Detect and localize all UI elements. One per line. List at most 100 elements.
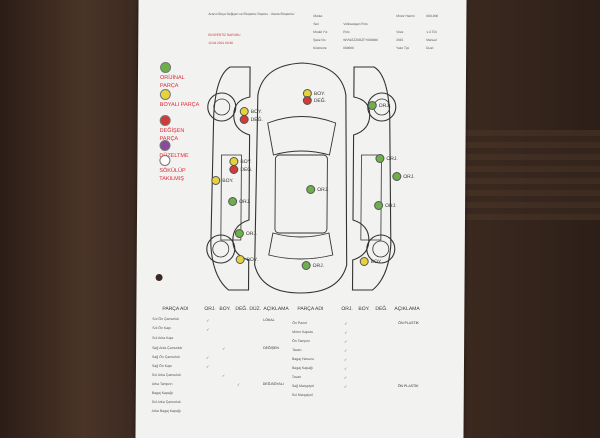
label-gear: Vites (396, 30, 404, 34)
right-windows (360, 154, 382, 241)
check-mark: ✓ (344, 357, 348, 362)
table-row-left: Sol Ön Çamurluk (152, 317, 179, 321)
desc-right-0: ÖN PLASTİK (398, 321, 419, 325)
marker-left-rear-door: ORJ. (228, 197, 251, 206)
value-chassis: WVWZZZ6RZFY000000 (343, 38, 378, 42)
marker-dot (359, 257, 369, 266)
marker-label: BOY. (250, 108, 263, 115)
roof-panel (274, 154, 328, 234)
marker-label: DEĞ. (250, 116, 263, 123)
marker-right-front-fender: ORJ. (367, 101, 391, 110)
label-fuel: Yakıt Tipi (396, 46, 410, 50)
table-row-right: Motor Kaputu (292, 330, 314, 334)
desc-left-8: DEĞ.BOYALI (262, 382, 284, 386)
marker-dot (392, 172, 402, 181)
marker-dot (374, 201, 384, 210)
th-desc-left: AÇIKLAMA (263, 306, 289, 312)
marker-label: BOY. (370, 258, 383, 265)
value-fuel: Dizel (426, 46, 434, 50)
check-mark: ✓ (221, 373, 226, 378)
marker-dot (229, 165, 239, 174)
table-row-right: Ön Tampon (292, 339, 311, 343)
check-mark: ✓ (344, 330, 348, 335)
check-mark: ✓ (343, 375, 348, 380)
report-date: 12.04.2021 09:30 (208, 41, 234, 45)
table-row-left: Sağ Ön Çamurluk (152, 355, 180, 359)
table-row-left: Bagaj Kapağı (151, 391, 173, 395)
th-boy-right: BOY. (358, 306, 370, 312)
left-windows (220, 154, 242, 241)
marker-left-side: BOY. (211, 176, 234, 185)
rear-window (268, 232, 334, 260)
marker-dot (239, 115, 249, 124)
check-mark: ✓ (344, 339, 348, 344)
marker-left-front-fender-2: DEĞ. (239, 115, 263, 124)
th-boy-left: BOY. (219, 306, 231, 312)
marker-dot (234, 229, 244, 238)
marker-dot (235, 255, 245, 264)
marker-right-rear-door: ORJ. (374, 201, 397, 210)
table-row-right: Tavan (292, 348, 302, 352)
check-mark: ✓ (206, 327, 210, 332)
marker-dot (306, 185, 316, 194)
marker-right-front-door: ORJ. (375, 154, 398, 163)
marker-dot (375, 154, 385, 163)
marker-left-rear-fender: ORJ. (234, 229, 258, 238)
check-mark: ✓ (344, 321, 348, 326)
marker-dot (302, 96, 312, 105)
value-series: Polo (343, 30, 350, 34)
table-row-left: Arka Tampon (151, 382, 173, 386)
marker-right-rear-fender: BOY. (359, 257, 383, 266)
marker-label: ORJ. (403, 173, 415, 180)
background-right (455, 0, 600, 438)
label-km: Kilometre (313, 46, 327, 50)
th-desc-right: AÇIKLAMA (394, 306, 420, 312)
background-left (0, 0, 138, 438)
check-mark: ✓ (343, 366, 348, 371)
check-mark: ✓ (222, 346, 226, 351)
label-series: Seri (313, 22, 320, 26)
label-model: Model Yılı (313, 30, 328, 34)
table-row-right: Bagaj Kapağı (291, 366, 314, 370)
desc-left-0: LOKAL (263, 318, 275, 322)
table-row-left: Arka Bagaj Kapağı (151, 409, 181, 413)
label-chassis: Şase No (313, 38, 326, 42)
marker-label: BOY. (240, 158, 252, 165)
check-mark: ✓ (206, 318, 210, 323)
table-row-right: Sol Marşpiyel (291, 393, 313, 397)
label-brand: Marka (313, 14, 323, 18)
header-title: Aracın Boya Değişen ve Ekspertiz Raporu … (208, 12, 295, 16)
wheel-rear-right (366, 234, 396, 264)
marker-right-side: ORJ. (392, 172, 415, 181)
desc-left-3: DEĞİŞEN (263, 346, 279, 350)
table-row-left: Sol Arka Çamurluk (151, 373, 181, 377)
table-row-left: Sağ Ön Kapı (151, 364, 173, 368)
marker-left-front-door-2: DEĞ. (229, 165, 253, 174)
table-row-right: Sağ Marşpiyel (291, 384, 315, 388)
th-orj-left: ORJ. (204, 306, 216, 312)
car-top-view (254, 62, 348, 294)
th-orj-right: ORJ. (341, 306, 353, 312)
marker-rear-bumper-left: BOY. (235, 255, 259, 264)
wheel-front-left (207, 92, 237, 122)
check-mark: ✓ (206, 355, 210, 360)
marker-label: BOY. (246, 256, 259, 263)
marker-label: ORJ. (386, 155, 398, 162)
value-model: 2015 (396, 38, 404, 42)
marker-trunk: ORJ. (301, 261, 324, 270)
desc-right-9: ÖN PLASTİK (397, 384, 419, 388)
check-mark: ✓ (344, 348, 348, 353)
marker-label: DEĞ. (240, 166, 253, 173)
table-row-left: Sol Ön Kapı (152, 326, 172, 330)
marker-dot (301, 261, 311, 270)
marker-dot (367, 101, 377, 110)
th-deg-right: DEĞ. (375, 306, 388, 312)
marker-label: ORJ. (245, 230, 258, 237)
check-mark: ✓ (236, 382, 241, 387)
marker-label: ORJ. (378, 102, 391, 109)
table-row-left: Sol Arka Kapı (152, 336, 174, 340)
car-body-diagram (206, 62, 397, 294)
marker-label: ORJ. (317, 186, 329, 193)
marker-label: ORJ. (239, 198, 251, 205)
marker-dot (228, 197, 238, 206)
